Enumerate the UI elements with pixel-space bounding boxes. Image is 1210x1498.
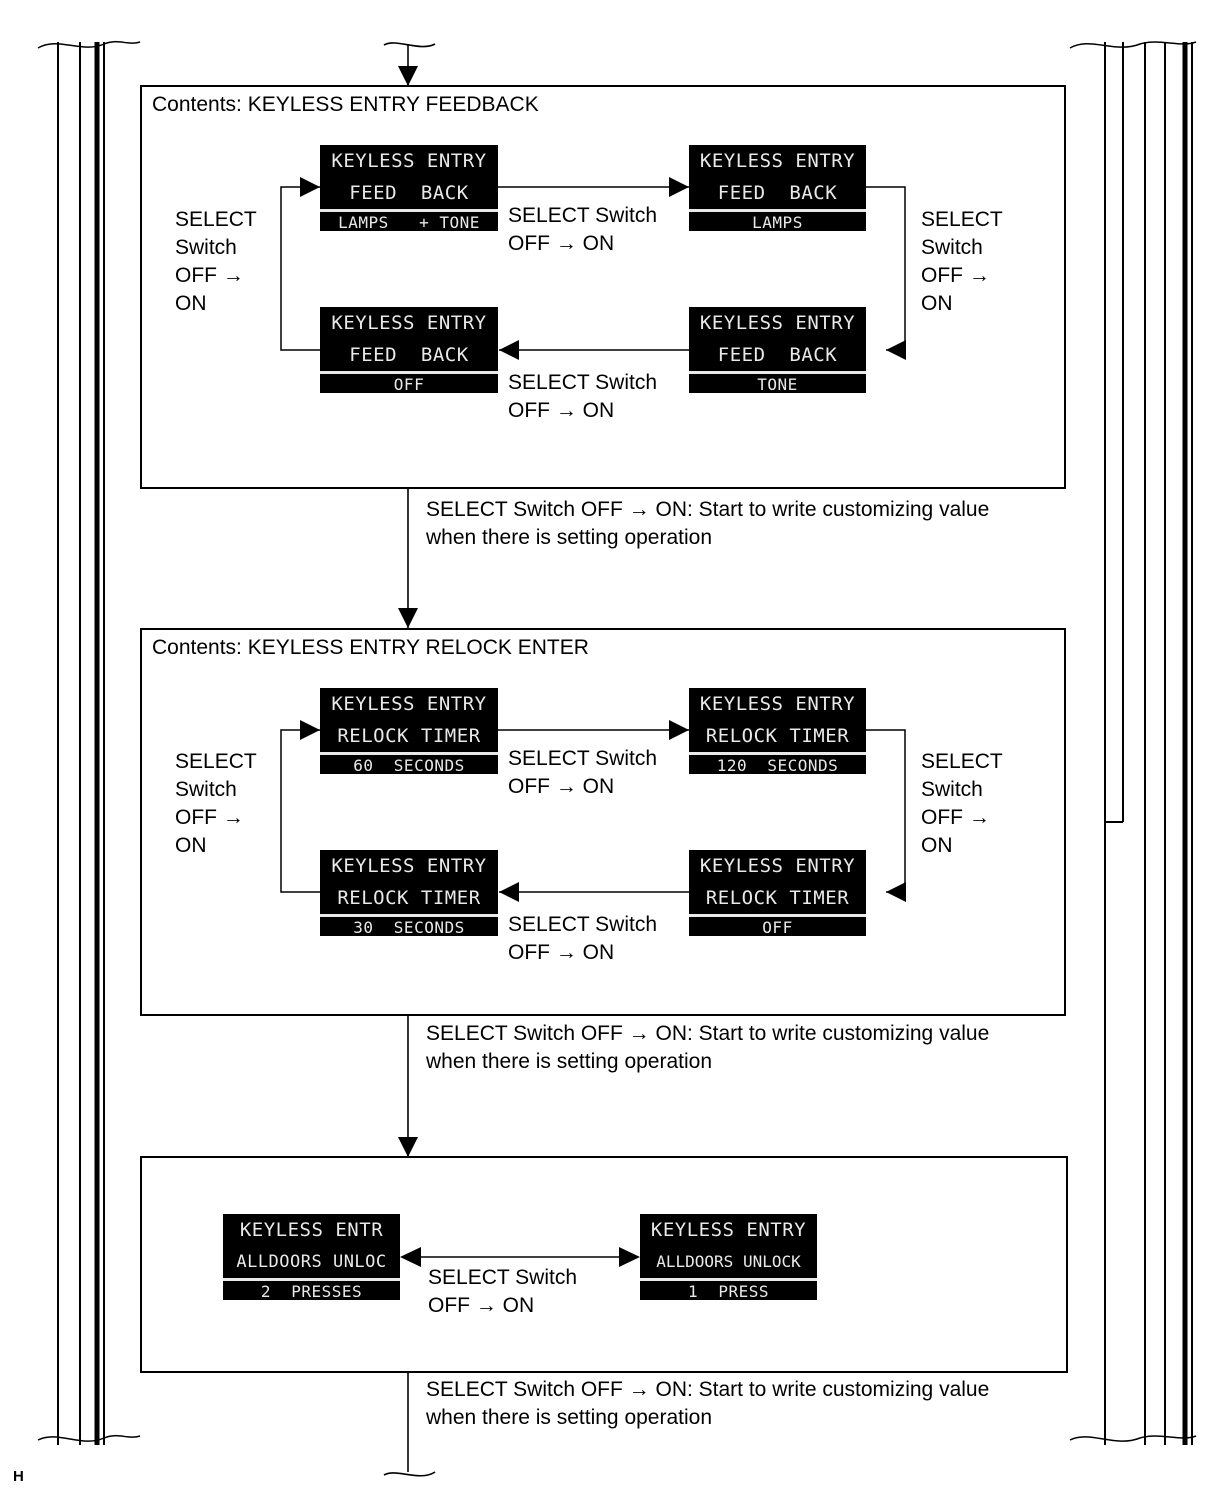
lcd-separator [320, 914, 498, 917]
lcd-screen-relock-off: KEYLESS ENTRY RELOCK TIMER OFF [689, 850, 866, 936]
section1-left-loop-label: SELECT Switch OFF → ON [175, 208, 257, 315]
lcd-separator [320, 371, 498, 374]
section3-arrow [400, 1247, 640, 1267]
lcd-line3: 2 PRESSES [260, 1282, 363, 1300]
lcd-screen-unlock-1-press: KEYLESS ENTRY ALLDOORS UNLOCK 1 PRESS [640, 1214, 817, 1300]
section3-middle-arrow-label: SELECT Switch OFF → ON [428, 1266, 577, 1317]
lcd-screen-unlock-2-presses: KEYLESS ENTR ALLDOORS UNLOC 2 PRESSES [223, 1214, 400, 1300]
lcd-line2: RELOCK TIMER [705, 725, 850, 747]
lcd-line3: 60 SECONDS [353, 756, 465, 774]
section2-exit-note: SELECT Switch OFF → ON: Start to write c… [426, 1022, 990, 1073]
lcd-line1: KEYLESS ENTR [239, 1219, 384, 1241]
lcd-line2: FEED BACK [717, 344, 838, 366]
section-boxes [140, 85, 1068, 1373]
lcd-screen-relock-60: KEYLESS ENTRY RELOCK TIMER 60 SECONDS [320, 688, 498, 774]
lcd-line1: KEYLESS ENTRY [331, 693, 487, 715]
lcd-line1: KEYLESS ENTRY [331, 150, 487, 172]
flow-main [383, 42, 436, 1477]
lcd-separator [223, 1278, 400, 1281]
lcd-line3: OFF [762, 918, 793, 936]
section2-title: Contents: KEYLESS ENTRY RELOCK ENTER [152, 636, 589, 659]
section1-arrows [280, 177, 906, 360]
lcd-screen-feedback-lamps: KEYLESS ENTRY FEED BACK LAMPS [689, 145, 866, 231]
lcd-line2: ALLDOORS UNLOC [236, 1252, 387, 1272]
lcd-line2: RELOCK TIMER [337, 725, 481, 747]
lcd-separator [320, 209, 498, 212]
lcd-line2: ALLDOORS UNLOCK [656, 1252, 801, 1271]
section1-exit-note: SELECT Switch OFF → ON: Start to write c… [426, 498, 990, 549]
lcd-screen-relock-30: KEYLESS ENTRY RELOCK TIMER 30 SECONDS [320, 850, 498, 936]
section2-arrows [280, 720, 906, 902]
lcd-screen-feedback-tone: KEYLESS ENTRY FEED BACK TONE [689, 307, 866, 393]
corner-mark: H [13, 1468, 24, 1485]
lcd-line2: FEED BACK [349, 182, 469, 204]
lcd-separator [689, 914, 866, 917]
section1-title: Contents: KEYLESS ENTRY FEEDBACK [152, 93, 539, 116]
lcd-line3: TONE [757, 375, 798, 393]
lcd-line2: RELOCK TIMER [337, 887, 481, 909]
lcd-screen-feedback-lamps-tone: KEYLESS ENTRY FEED BACK LAMPS + TONE [320, 145, 498, 231]
lcd-separator [689, 752, 866, 755]
lcd-line3: 120 SECONDS [716, 756, 839, 774]
lcd-line2: FEED BACK [717, 182, 838, 204]
section2-top-arrow-label: SELECT Switch OFF → ON [508, 747, 657, 798]
section1-bottom-arrow-label: SELECT Switch OFF → ON [508, 371, 657, 422]
section3-exit-note: SELECT Switch OFF → ON: Start to write c… [426, 1378, 990, 1429]
section1-top-arrow-label: SELECT Switch OFF → ON [508, 204, 657, 255]
lcd-screen-feedback-off: KEYLESS ENTRY FEED BACK OFF [320, 307, 498, 393]
lcd-separator [689, 209, 866, 212]
lcd-line1: KEYLESS ENTRY [699, 855, 856, 877]
section2-bottom-arrow-label: SELECT Switch OFF → ON [508, 913, 657, 964]
section2-right-loop-label: SELECT Switch OFF → ON [921, 750, 1003, 857]
lcd-line3: LAMPS [752, 213, 803, 231]
section1-right-loop-label: SELECT Switch OFF → ON [921, 208, 1003, 315]
lcd-line1: KEYLESS ENTRY [699, 312, 856, 334]
lcd-screen-relock-120: KEYLESS ENTRY RELOCK TIMER 120 SECONDS [689, 688, 866, 774]
lcd-line2: FEED BACK [349, 344, 469, 366]
lcd-line1: KEYLESS ENTRY [650, 1219, 807, 1241]
lcd-line3: 30 SECONDS [353, 918, 465, 936]
lcd-line3: OFF [393, 375, 425, 393]
lcd-separator [640, 1278, 817, 1281]
lcd-line2: RELOCK TIMER [705, 887, 850, 909]
section2-left-loop-label: SELECT Switch OFF → ON [175, 750, 257, 857]
left-rail [37, 40, 141, 1445]
lcd-line3: 1 PRESS [687, 1282, 770, 1300]
lcd-line1: KEYLESS ENTRY [331, 855, 487, 877]
lcd-line1: KEYLESS ENTRY [699, 693, 856, 715]
lcd-separator [320, 752, 498, 755]
right-rail [1069, 41, 1197, 1445]
lcd-line3: LAMPS + TONE [338, 213, 480, 231]
lcd-separator [689, 371, 866, 374]
lcd-line1: KEYLESS ENTRY [699, 150, 856, 172]
lcd-line1: KEYLESS ENTRY [331, 312, 487, 334]
